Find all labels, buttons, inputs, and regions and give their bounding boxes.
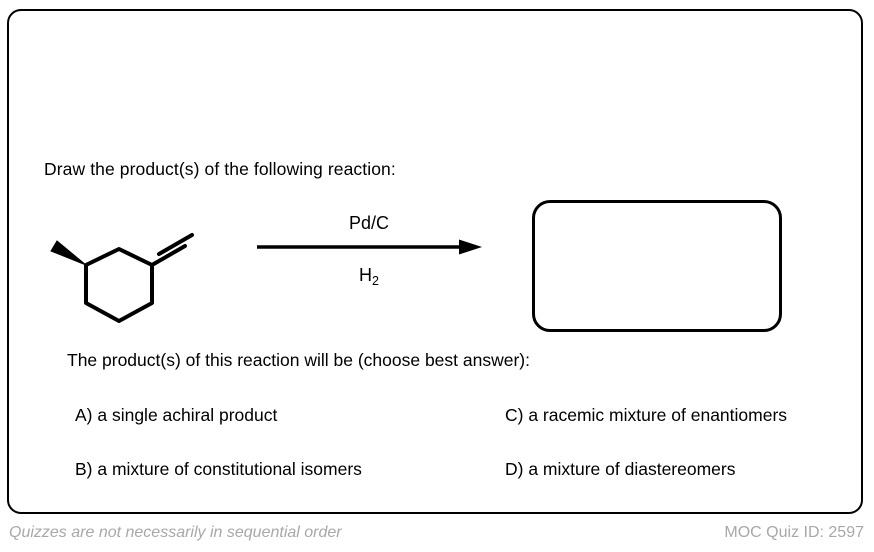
prompt-text: Draw the product(s) of the following rea… xyxy=(44,159,396,179)
quiz-card: Draw the product(s) of the following rea… xyxy=(7,9,863,514)
answer-choice-b[interactable]: B) a mixture of constitutional isomers xyxy=(75,459,362,479)
reagent-above-arrow: Pd/C xyxy=(348,213,390,233)
reaction-scheme: Pd/C H2 xyxy=(9,191,865,341)
product-answer-box[interactable] xyxy=(532,200,782,332)
reactant-structure xyxy=(29,205,229,330)
answer-choice-a[interactable]: A) a single achiral product xyxy=(75,405,278,425)
reagent-below-subscript: 2 xyxy=(372,273,379,288)
footer-quiz-id: MOC Quiz ID: 2597 xyxy=(724,524,864,541)
reaction-arrow-group: Pd/C H2 xyxy=(249,213,489,288)
reagent-below-formula: H xyxy=(359,264,373,285)
wedge-bond xyxy=(50,240,87,266)
reaction-arrow-icon xyxy=(249,239,489,260)
footer-note: Quizzes are not necessarily in sequentia… xyxy=(9,524,342,541)
reagent-below-arrow: H2 xyxy=(249,264,489,288)
question-text: The product(s) of this reaction will be … xyxy=(67,350,530,370)
answer-choice-c[interactable]: C) a racemic mixture of enantiomers xyxy=(505,405,788,425)
answer-choice-d[interactable]: D) a mixture of diastereomers xyxy=(505,459,736,479)
